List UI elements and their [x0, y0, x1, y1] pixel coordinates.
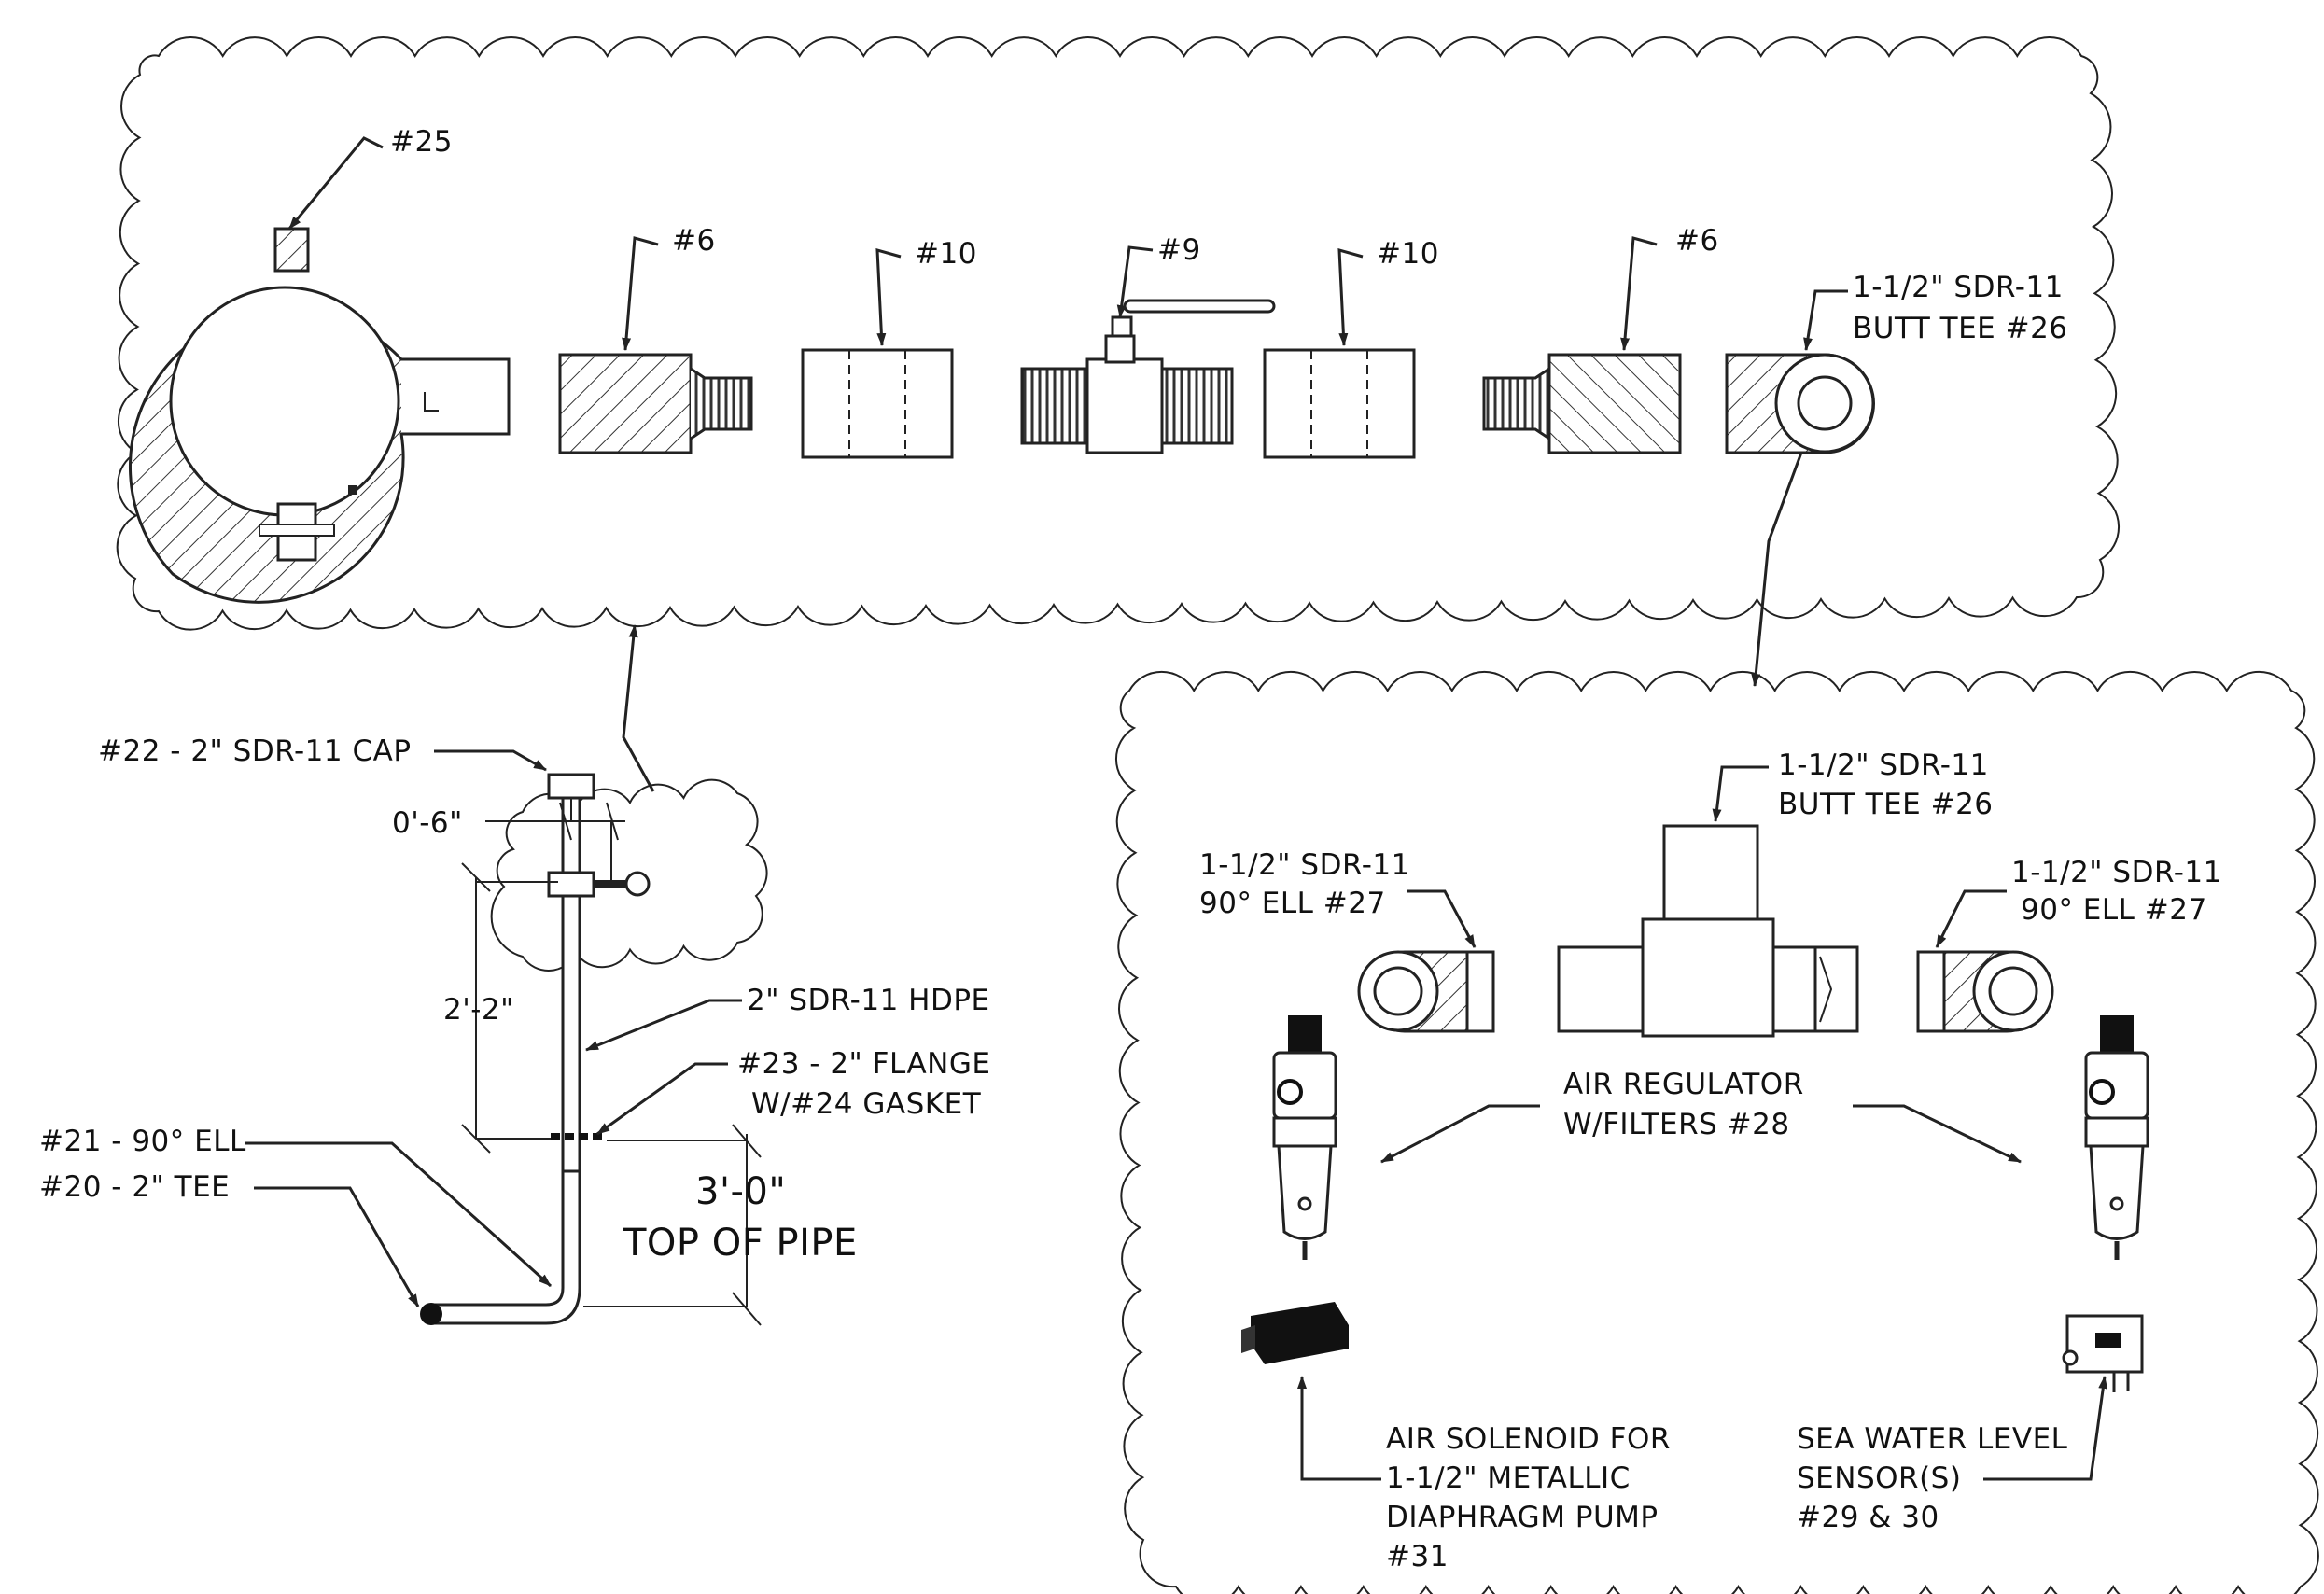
leader-cap [434, 749, 547, 772]
label-solenoid-4: #31 [1386, 1540, 1449, 1573]
dim-30-line [583, 1124, 762, 1326]
coupling-10-left [801, 348, 954, 459]
label-butt-tee-top-2: BUTT TEE #26 [1853, 312, 2068, 345]
label-part6-right: #6 [1675, 224, 1719, 258]
dim-06-line [485, 798, 625, 887]
dim-22-line [461, 862, 558, 1154]
leader-27-right [1935, 889, 2007, 948]
label-regulator-1: AIR REGULATOR [1563, 1068, 1804, 1101]
label-butt-tee-mid-1: 1-1/2" SDR-11 [1778, 748, 1989, 782]
arrow-to-detail [1751, 452, 1803, 687]
label-dim-06: 0'-6" [392, 806, 463, 840]
label-ell27-right-1: 1-1/2" SDR-11 [2011, 856, 2222, 889]
label-part6-left: #6 [672, 224, 716, 258]
pipe-riser [420, 773, 651, 1325]
leader-27-left [1407, 889, 1477, 948]
leader-to-top-detail [622, 624, 655, 792]
label-cap: #22 - 2" SDR-11 CAP [98, 734, 412, 768]
label-dim-30: 3'-0" [695, 1170, 786, 1213]
air-solenoid-31 [1241, 1302, 1349, 1364]
butt-tee-26-top [1725, 353, 1875, 454]
label-part10-right: #10 [1377, 237, 1439, 271]
leader-10-right [1337, 247, 1364, 346]
air-regulator-right [2084, 1015, 2149, 1260]
label-part10-left: #10 [915, 237, 977, 271]
label-solenoid-1: AIR SOLENOID FOR [1386, 1422, 1671, 1456]
leader-10-left [875, 247, 902, 346]
leader-hdpe [585, 999, 742, 1052]
leader-flange [596, 1062, 728, 1136]
air-regulator-left [1272, 1015, 1337, 1260]
leader-ell21 [245, 1141, 553, 1288]
label-top-of-pipe: TOP OF PIPE [623, 1222, 858, 1265]
leader-regulator-right [1853, 1104, 2022, 1164]
label-part25: #25 [390, 125, 453, 159]
butt-tee-26-detail [1557, 824, 1859, 1038]
label-ell21: #21 - 90° ELL [39, 1125, 246, 1158]
label-tee20: #20 - 2" TEE [39, 1170, 230, 1204]
label-butt-tee-mid-2: BUTT TEE #26 [1778, 788, 1994, 821]
leader-6-right [1620, 236, 1658, 351]
leader-9 [1116, 245, 1154, 318]
sea-water-level-sensor [2062, 1314, 2144, 1392]
ball-valve-9 [1020, 299, 1276, 454]
label-sensor-3: #29 & 30 [1797, 1501, 1939, 1534]
small-revision-cloud [490, 778, 768, 972]
ell-27-left [1357, 950, 1495, 1033]
label-sensor-1: SEA WATER LEVEL [1797, 1422, 2068, 1456]
saddle-clamp-25 [128, 227, 511, 604]
label-sensor-2: SENSOR(S) [1797, 1461, 1961, 1495]
leader-solenoid [1297, 1376, 1381, 1481]
label-ell27-left-2: 90° ELL #27 [1199, 887, 1386, 920]
label-part9: #9 [1157, 233, 1201, 267]
ell-27-right [1916, 950, 2054, 1033]
top-revision-cloud [116, 36, 2121, 631]
coupling-10-right [1263, 348, 1416, 459]
leader-regulator-left [1380, 1104, 1540, 1164]
leader-26-detail [1712, 765, 1769, 822]
label-flange-1: #23 - 2" FLANGE [737, 1047, 990, 1081]
adapter-6-right [1482, 353, 1682, 454]
label-flange-2: W/#24 GASKET [751, 1087, 982, 1121]
leader-tee20 [254, 1186, 420, 1307]
leader-6-left [622, 236, 659, 351]
label-butt-tee-top-1: 1-1/2" SDR-11 [1853, 271, 2064, 304]
label-dim-22: 2'-2" [443, 993, 514, 1027]
leader-26-top [1803, 289, 1848, 351]
label-hdpe: 2" SDR-11 HDPE [747, 984, 990, 1017]
label-regulator-2: W/FILTERS #28 [1563, 1108, 1790, 1141]
label-ell27-left-1: 1-1/2" SDR-11 [1199, 848, 1410, 882]
label-ell27-right-2: 90° ELL #27 [2021, 893, 2207, 927]
leader-sensor [1983, 1376, 2108, 1481]
leader-25 [287, 136, 384, 230]
bottom-revision-cloud [1114, 670, 2319, 1594]
label-solenoid-2: 1-1/2" METALLIC [1386, 1461, 1631, 1495]
label-solenoid-3: DIAPHRAGM PUMP [1386, 1501, 1659, 1534]
adapter-6-left [558, 353, 753, 454]
